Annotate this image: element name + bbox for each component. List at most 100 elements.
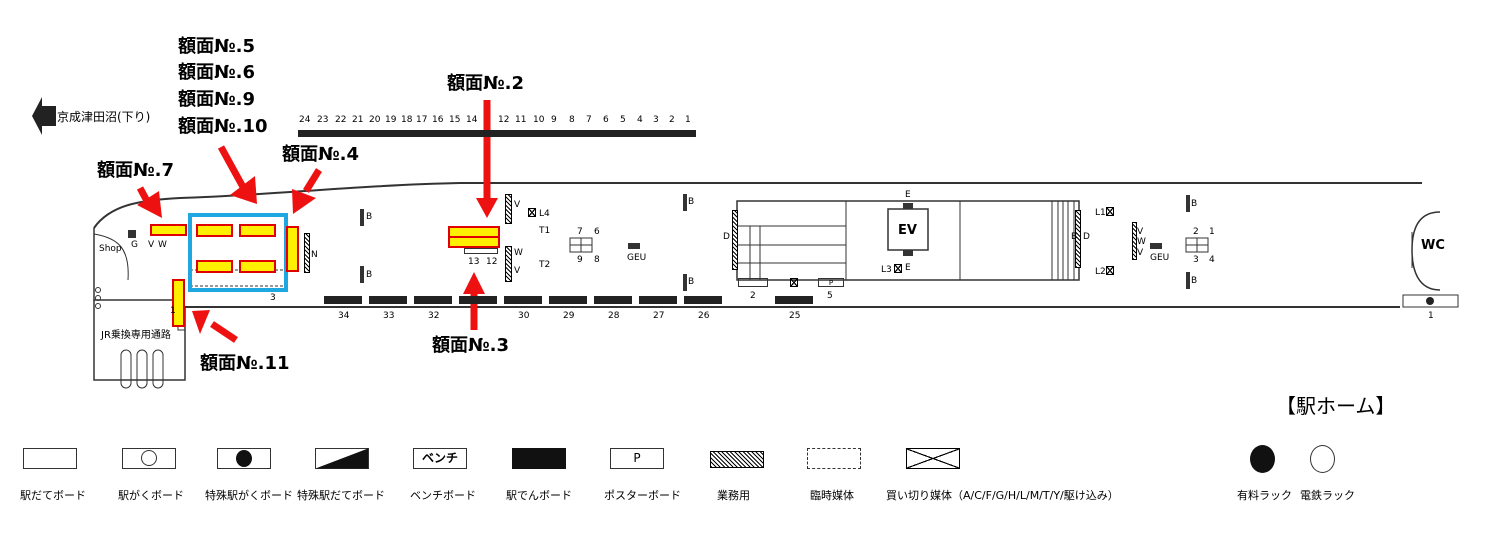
label-2: 2: [750, 291, 756, 301]
filled-rect-icon: [512, 448, 566, 469]
legend-label: 駅でんボード: [506, 489, 572, 502]
bottom-board: [549, 296, 587, 304]
b-label: B: [688, 277, 695, 287]
service-area-hatched: [1132, 222, 1137, 260]
legend-label: ベンチボード: [410, 489, 476, 502]
ad-spot-no10[interactable]: [239, 260, 276, 273]
dashed-rect-icon: [807, 448, 861, 469]
t2-label: T2: [539, 260, 551, 270]
geu-unit: [1150, 243, 1162, 249]
bottom-number: 32: [428, 311, 440, 321]
shop-g-board: [128, 230, 136, 238]
callout-no10: 額面№.10: [178, 116, 268, 137]
callout-no5: 額面№.5: [178, 36, 256, 57]
bottom-board: [459, 296, 497, 304]
service-area-hatched: [304, 233, 310, 273]
v-label: V: [148, 240, 155, 250]
b-label: B: [366, 212, 373, 222]
top-number: 9: [551, 115, 557, 125]
w-label: W: [1137, 237, 1146, 247]
poster-icon: P: [610, 448, 664, 469]
e-label: E: [905, 263, 911, 273]
shop-label: Shop: [99, 244, 122, 254]
buyout-media-l3: [894, 264, 902, 273]
top-number: 22: [335, 115, 347, 125]
b-label: B: [1191, 199, 1198, 209]
callout-no11: 額面№.11: [200, 353, 290, 374]
top-number: 10: [533, 115, 545, 125]
label-7: 7: [577, 227, 583, 237]
label-1: 1: [1428, 311, 1434, 321]
v-label: V: [1137, 248, 1144, 258]
geu-label: GEU: [1150, 253, 1170, 263]
geu-label: GEU: [627, 253, 647, 263]
e-board: [903, 250, 913, 256]
ad-spot-no6[interactable]: [239, 224, 276, 237]
top-number: 23: [317, 115, 329, 125]
bottom-board: [775, 296, 813, 304]
w-label: W: [514, 248, 523, 258]
bottom-number: 30: [518, 311, 530, 321]
bottom-board: [414, 296, 452, 304]
legend-label: ポスターボード: [604, 489, 681, 502]
service-area-hatched: [505, 194, 512, 224]
b-board: [1186, 195, 1190, 212]
legend-label: 特殊駅だてボード: [297, 489, 385, 502]
top-number: 15: [449, 115, 461, 125]
b-label: B: [1071, 232, 1078, 242]
top-number: 8: [569, 115, 575, 125]
legend-label: 駅がくボード: [118, 489, 184, 502]
ad-spot-no4[interactable]: [286, 226, 299, 272]
ad-spot-no3-frames: [464, 248, 498, 254]
ad-spot-no11[interactable]: [172, 279, 185, 327]
top-number: 4: [637, 115, 643, 125]
bench-2: [738, 278, 768, 287]
top-number: 3: [653, 115, 659, 125]
top-number: 16: [432, 115, 444, 125]
v-label: V: [514, 266, 521, 276]
wc-label: WC: [1421, 238, 1445, 253]
top-number: 2: [669, 115, 675, 125]
blank-rect-icon: [23, 448, 77, 469]
label-9: 9: [577, 255, 583, 265]
legend-label: 駅だてボード: [20, 489, 86, 502]
x-rect-icon: [906, 448, 960, 469]
bottom-number: 26: [698, 311, 710, 321]
top-number: 14: [466, 115, 478, 125]
rect-filled-circle-icon: [217, 448, 271, 469]
top-number: 6: [603, 115, 609, 125]
ad-spot-no9[interactable]: [196, 260, 233, 273]
top-number: 19: [385, 115, 397, 125]
service-area-hatched: [732, 210, 738, 270]
label-4: 4: [1209, 255, 1215, 265]
label-8: 8: [594, 255, 600, 265]
filled-circle-icon: [1250, 445, 1275, 473]
bottom-number: 33: [383, 311, 395, 321]
l3-label: L3: [881, 265, 892, 275]
label-2: 2: [1193, 227, 1199, 237]
v-label: V: [514, 200, 521, 210]
legend-label: 業務用: [717, 489, 750, 502]
ad-spot-no7[interactable]: [150, 224, 187, 236]
ad-spot-no2-divider: [450, 236, 498, 238]
label-5: 5: [827, 291, 833, 301]
label-13: 13: [468, 257, 480, 267]
v-label: V: [1137, 227, 1144, 237]
l4-label: L4: [539, 209, 550, 219]
top-number: 20: [369, 115, 381, 125]
bottom-board: [684, 296, 722, 304]
b-board: [683, 194, 687, 211]
bottom-board: [369, 296, 407, 304]
bottom-board: [504, 296, 542, 304]
legend-label: 買い切り媒体（A/C/F/G/H/L/M/T/Y/駆け込み）: [886, 489, 1119, 502]
poster-5: P: [818, 278, 844, 287]
bottom-board: [324, 296, 362, 304]
b-board: [683, 274, 687, 291]
rect-circle-icon: [122, 448, 176, 469]
label-6: 6: [594, 227, 600, 237]
e-board: [903, 203, 913, 209]
ad-spot-no5[interactable]: [196, 224, 233, 237]
e-label: E: [905, 190, 911, 200]
section-title: 【駅ホーム】: [1276, 394, 1396, 418]
legend-label: 特殊駅がくボード: [205, 489, 293, 502]
